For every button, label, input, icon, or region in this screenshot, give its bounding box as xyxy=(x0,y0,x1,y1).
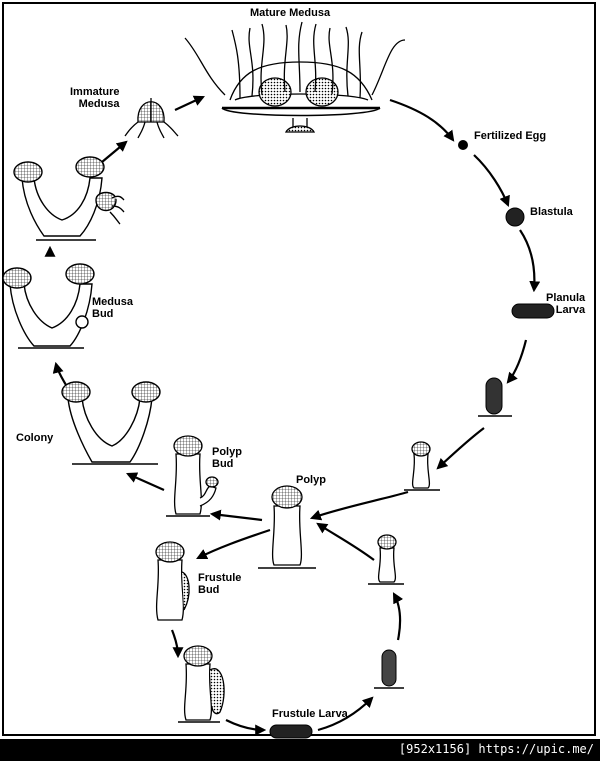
polyp-with-bud-figure xyxy=(166,435,219,517)
watermark-text: [952x1156] https://upic.me/ xyxy=(398,742,594,756)
mature-medusa-figure xyxy=(184,21,406,133)
polyp-with-frustule-larva-figure xyxy=(178,645,225,723)
label-mature-medusa: Mature Medusa xyxy=(250,7,331,19)
young-polyp-figure xyxy=(404,441,440,491)
arrow-polyp-to-polyp-bud xyxy=(209,509,263,522)
label-planula-larva: Planula Larva xyxy=(546,292,586,316)
label-immature-medusa: Immature Medusa xyxy=(70,86,120,110)
arrow-immature-to-mature xyxy=(174,95,205,111)
watermark-bar: [952x1156] https://upic.me/ xyxy=(0,739,600,761)
label-fertilized-egg: Fertilized Egg xyxy=(474,130,547,142)
settled-frustule-figure xyxy=(374,649,404,689)
arrow-settled-to-frustule-polyp xyxy=(392,592,404,641)
label-blastula: Blastula xyxy=(530,206,573,218)
blastula-figure xyxy=(505,207,525,227)
frustule-polyp-figure xyxy=(368,534,404,585)
settling-planula-figure xyxy=(478,377,512,417)
arrow-colony-to-medusa-bud xyxy=(52,361,67,386)
label-medusa-bud: Medusa Bud xyxy=(92,296,133,320)
arrow-polyp-to-frustule-bud xyxy=(196,528,271,559)
label-polyp: Polyp xyxy=(296,474,326,486)
immature-medusa-figure xyxy=(124,98,179,139)
label-polyp-bud: Polyp Bud xyxy=(212,446,242,470)
arrow-settled-to-young-polyp xyxy=(436,427,485,470)
arrow-blastula-to-planula xyxy=(519,229,541,293)
colony-medusa-bud-figure xyxy=(2,263,95,349)
arrow-frustule-larva-to-settled xyxy=(317,696,374,732)
polyp-with-frustule-bud-figure xyxy=(155,541,190,621)
fertilized-egg-figure xyxy=(458,140,468,150)
arrow-frustule-bud-to-larva xyxy=(170,629,184,659)
arrow-mature-to-egg xyxy=(389,98,455,142)
label-frustule-larva: Frustule Larva xyxy=(272,708,348,720)
colony-figure xyxy=(61,381,161,465)
arrow-egg-to-blastula xyxy=(473,154,510,208)
frustule-larva-figure xyxy=(269,724,313,739)
label-frustule-bud: Frustule Bud xyxy=(198,572,242,596)
arrow-frustule-polyp-to-polyp xyxy=(316,522,375,561)
polyp-figure xyxy=(258,485,316,569)
arrow-planula-to-settled xyxy=(506,339,528,384)
label-colony: Colony xyxy=(16,432,54,444)
arrow-polyp-bud-to-colony xyxy=(125,472,165,492)
arrow-polyp-to-frustule-larva xyxy=(225,719,267,736)
diagram-frame xyxy=(2,2,596,736)
colony-developing-medusa-figure xyxy=(13,156,125,241)
arrow-developing-to-immature xyxy=(101,140,128,163)
planula-larva-figure xyxy=(511,303,555,319)
arrow-young-polyp-to-polyp xyxy=(309,490,409,521)
